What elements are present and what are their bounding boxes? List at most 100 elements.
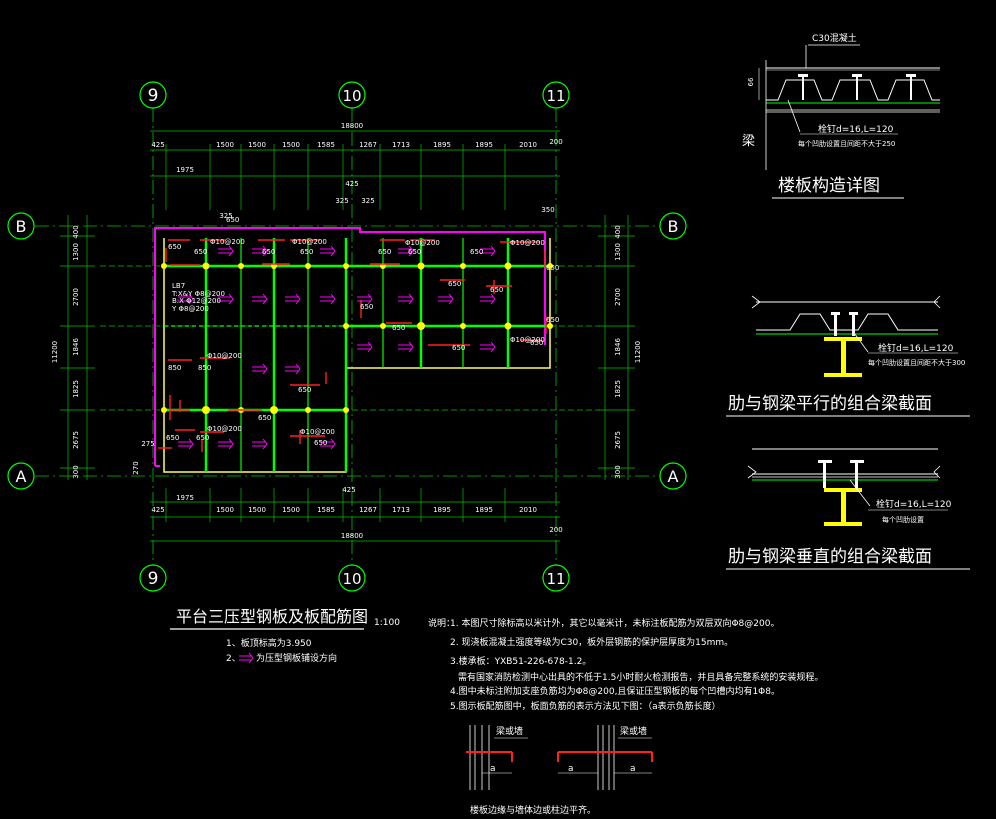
svg-text:9: 9 — [148, 569, 159, 589]
svg-text:425: 425 — [151, 506, 164, 514]
svg-text:650: 650 — [196, 434, 209, 442]
svg-text:2675: 2675 — [72, 431, 80, 449]
svg-text:18800: 18800 — [341, 532, 363, 540]
dimension-texts: 18800 425 1500 1500 1500 1585 1267 1713 … — [51, 122, 642, 540]
svg-text:850: 850 — [168, 364, 181, 372]
svg-text:200: 200 — [549, 138, 562, 146]
svg-text:275: 275 — [141, 440, 154, 448]
svg-text:需有国家消防检测中心出具的不低于1.5小时耐火检测报告，并且: 需有国家消防检测中心出具的不低于1.5小时耐火检测报告，并且具备完整系统的安装规… — [458, 671, 823, 683]
svg-text:650: 650 — [194, 248, 207, 256]
svg-text:栓钉d=16,L=120: 栓钉d=16,L=120 — [876, 498, 952, 510]
svg-text:400: 400 — [72, 225, 80, 238]
plan-rebar-labels: Φ10@200 Φ10@200 Φ10@200 Φ10@200 Φ10@200 … — [166, 216, 559, 447]
svg-text:a: a — [630, 764, 636, 774]
secondary-beams — [164, 238, 464, 472]
axis-grid-lines — [35, 108, 660, 565]
svg-text:650: 650 — [530, 339, 543, 347]
svg-text:1500: 1500 — [216, 506, 234, 514]
svg-text:每个凹肋设置: 每个凹肋设置 — [882, 515, 924, 524]
svg-text:栓钉d=16,L=120: 栓钉d=16,L=120 — [818, 123, 894, 135]
svg-text:425: 425 — [345, 180, 358, 188]
svg-text:650: 650 — [546, 264, 559, 272]
svg-text:270: 270 — [132, 461, 140, 474]
rebar-marks — [158, 239, 547, 452]
detail-deck-construction: C30混凝土 66 梁 栓钉d=16,L=120 每个凹肋设置且间距不大于250… — [742, 32, 940, 199]
svg-text:1825: 1825 — [72, 380, 80, 398]
svg-text:每个凹肋设置且间距不大于300: 每个凹肋设置且间距不大于300 — [868, 358, 965, 367]
axis-bubble-right-A: A — [659, 462, 687, 490]
svg-text:Φ10@200: Φ10@200 — [300, 428, 335, 436]
svg-text:1895: 1895 — [433, 506, 451, 514]
svg-text:1500: 1500 — [248, 141, 266, 149]
svg-text:650: 650 — [258, 414, 271, 422]
svg-text:650: 650 — [378, 248, 391, 256]
notes-footer: 楼板边缘与墙体边或柱边平齐。 — [470, 804, 596, 816]
svg-text:2010: 2010 — [519, 141, 537, 149]
axis-bubble-bottom-10: 10 — [338, 564, 366, 592]
svg-text:栓钉d=16,L=120: 栓钉d=16,L=120 — [878, 342, 954, 354]
svg-text:梁或墙: 梁或墙 — [496, 725, 523, 737]
svg-text:1846: 1846 — [72, 338, 80, 356]
svg-text:11200: 11200 — [51, 341, 59, 363]
axis-bubble-bottom-11: 11 — [542, 564, 570, 592]
svg-text:650: 650 — [408, 248, 421, 256]
svg-text:1500: 1500 — [282, 141, 300, 149]
svg-text:每个凹肋设置且间距不大于250: 每个凹肋设置且间距不大于250 — [798, 139, 895, 148]
svg-text:1713: 1713 — [392, 141, 410, 149]
svg-text:650: 650 — [166, 434, 179, 442]
axis-bubble-right-B: B — [659, 212, 687, 240]
svg-text:C30混凝土: C30混凝土 — [812, 32, 857, 44]
svg-text:B: B — [16, 217, 27, 236]
svg-text:Φ10@200: Φ10@200 — [510, 336, 545, 344]
svg-text:2700: 2700 — [614, 288, 622, 306]
axis-bubble-top-10: 10 — [338, 81, 366, 109]
plan-note-2-prefix: 2、 — [226, 654, 241, 664]
svg-text:650: 650 — [298, 386, 311, 394]
svg-text:3.楼承板：YXB51-226-678-1.2。: 3.楼承板：YXB51-226-678-1.2。 — [450, 655, 591, 667]
svg-text:Φ10@200: Φ10@200 — [207, 352, 242, 360]
axis-bubble-top-9: 9 — [139, 81, 167, 109]
svg-text:11: 11 — [546, 87, 565, 105]
svg-text:10: 10 — [342, 87, 361, 105]
svg-text:1975: 1975 — [176, 166, 194, 174]
general-notes: 说明： 1. 本图尺寸除标高以米计外，其它以毫米计，未标注板配筋为双层双向Φ8@… — [428, 617, 823, 712]
svg-text:Φ10@200: Φ10@200 — [207, 425, 242, 433]
svg-text:A: A — [16, 467, 27, 486]
axis-bubble-bottom-9: 9 — [139, 564, 167, 592]
plan-note-2: 为压型钢板铺设方向 — [256, 652, 337, 664]
svg-text:11200: 11200 — [634, 341, 642, 363]
svg-text:9: 9 — [148, 86, 159, 106]
svg-text:325: 325 — [335, 197, 348, 205]
svg-text:B:X Φ12@200: B:X Φ12@200 — [172, 297, 221, 305]
svg-text:梁或墙: 梁或墙 — [620, 725, 647, 737]
svg-text:Φ10@200: Φ10@200 — [510, 239, 545, 247]
svg-text:650: 650 — [546, 316, 559, 324]
svg-text:325: 325 — [219, 212, 232, 220]
svg-text:1895: 1895 — [475, 506, 493, 514]
svg-text:650: 650 — [470, 248, 483, 256]
svg-text:LB7: LB7 — [172, 282, 185, 290]
detail-parallel-title: 肋与钢梁平行的组合梁截面 — [728, 394, 932, 414]
svg-text:Φ10@200: Φ10@200 — [292, 238, 327, 246]
svg-text:1267: 1267 — [359, 141, 377, 149]
svg-text:1500: 1500 — [282, 506, 300, 514]
svg-text:650: 650 — [392, 324, 405, 332]
svg-text:325: 325 — [361, 197, 374, 205]
svg-text:400: 400 — [614, 225, 622, 238]
dimension-lines — [60, 130, 635, 542]
svg-text:300: 300 — [614, 465, 622, 478]
plan-title-block: 平台三压型钢板及板配筋图 1:100 1、板顶标高为3.950 2、 为压型钢板… — [170, 607, 400, 664]
svg-text:1846: 1846 — [614, 338, 622, 356]
svg-text:Φ10@200: Φ10@200 — [405, 239, 440, 247]
axis-bubble-left-A: A — [7, 462, 35, 490]
svg-text:300: 300 — [72, 465, 80, 478]
svg-text:1500: 1500 — [216, 141, 234, 149]
svg-text:2700: 2700 — [72, 288, 80, 306]
svg-text:B: B — [668, 217, 679, 236]
svg-text:425: 425 — [342, 486, 355, 494]
svg-text:Φ10@200: Φ10@200 — [210, 238, 245, 246]
svg-text:650: 650 — [360, 303, 373, 311]
svg-text:1895: 1895 — [475, 141, 493, 149]
axis-bubble-left-B: B — [7, 212, 35, 240]
